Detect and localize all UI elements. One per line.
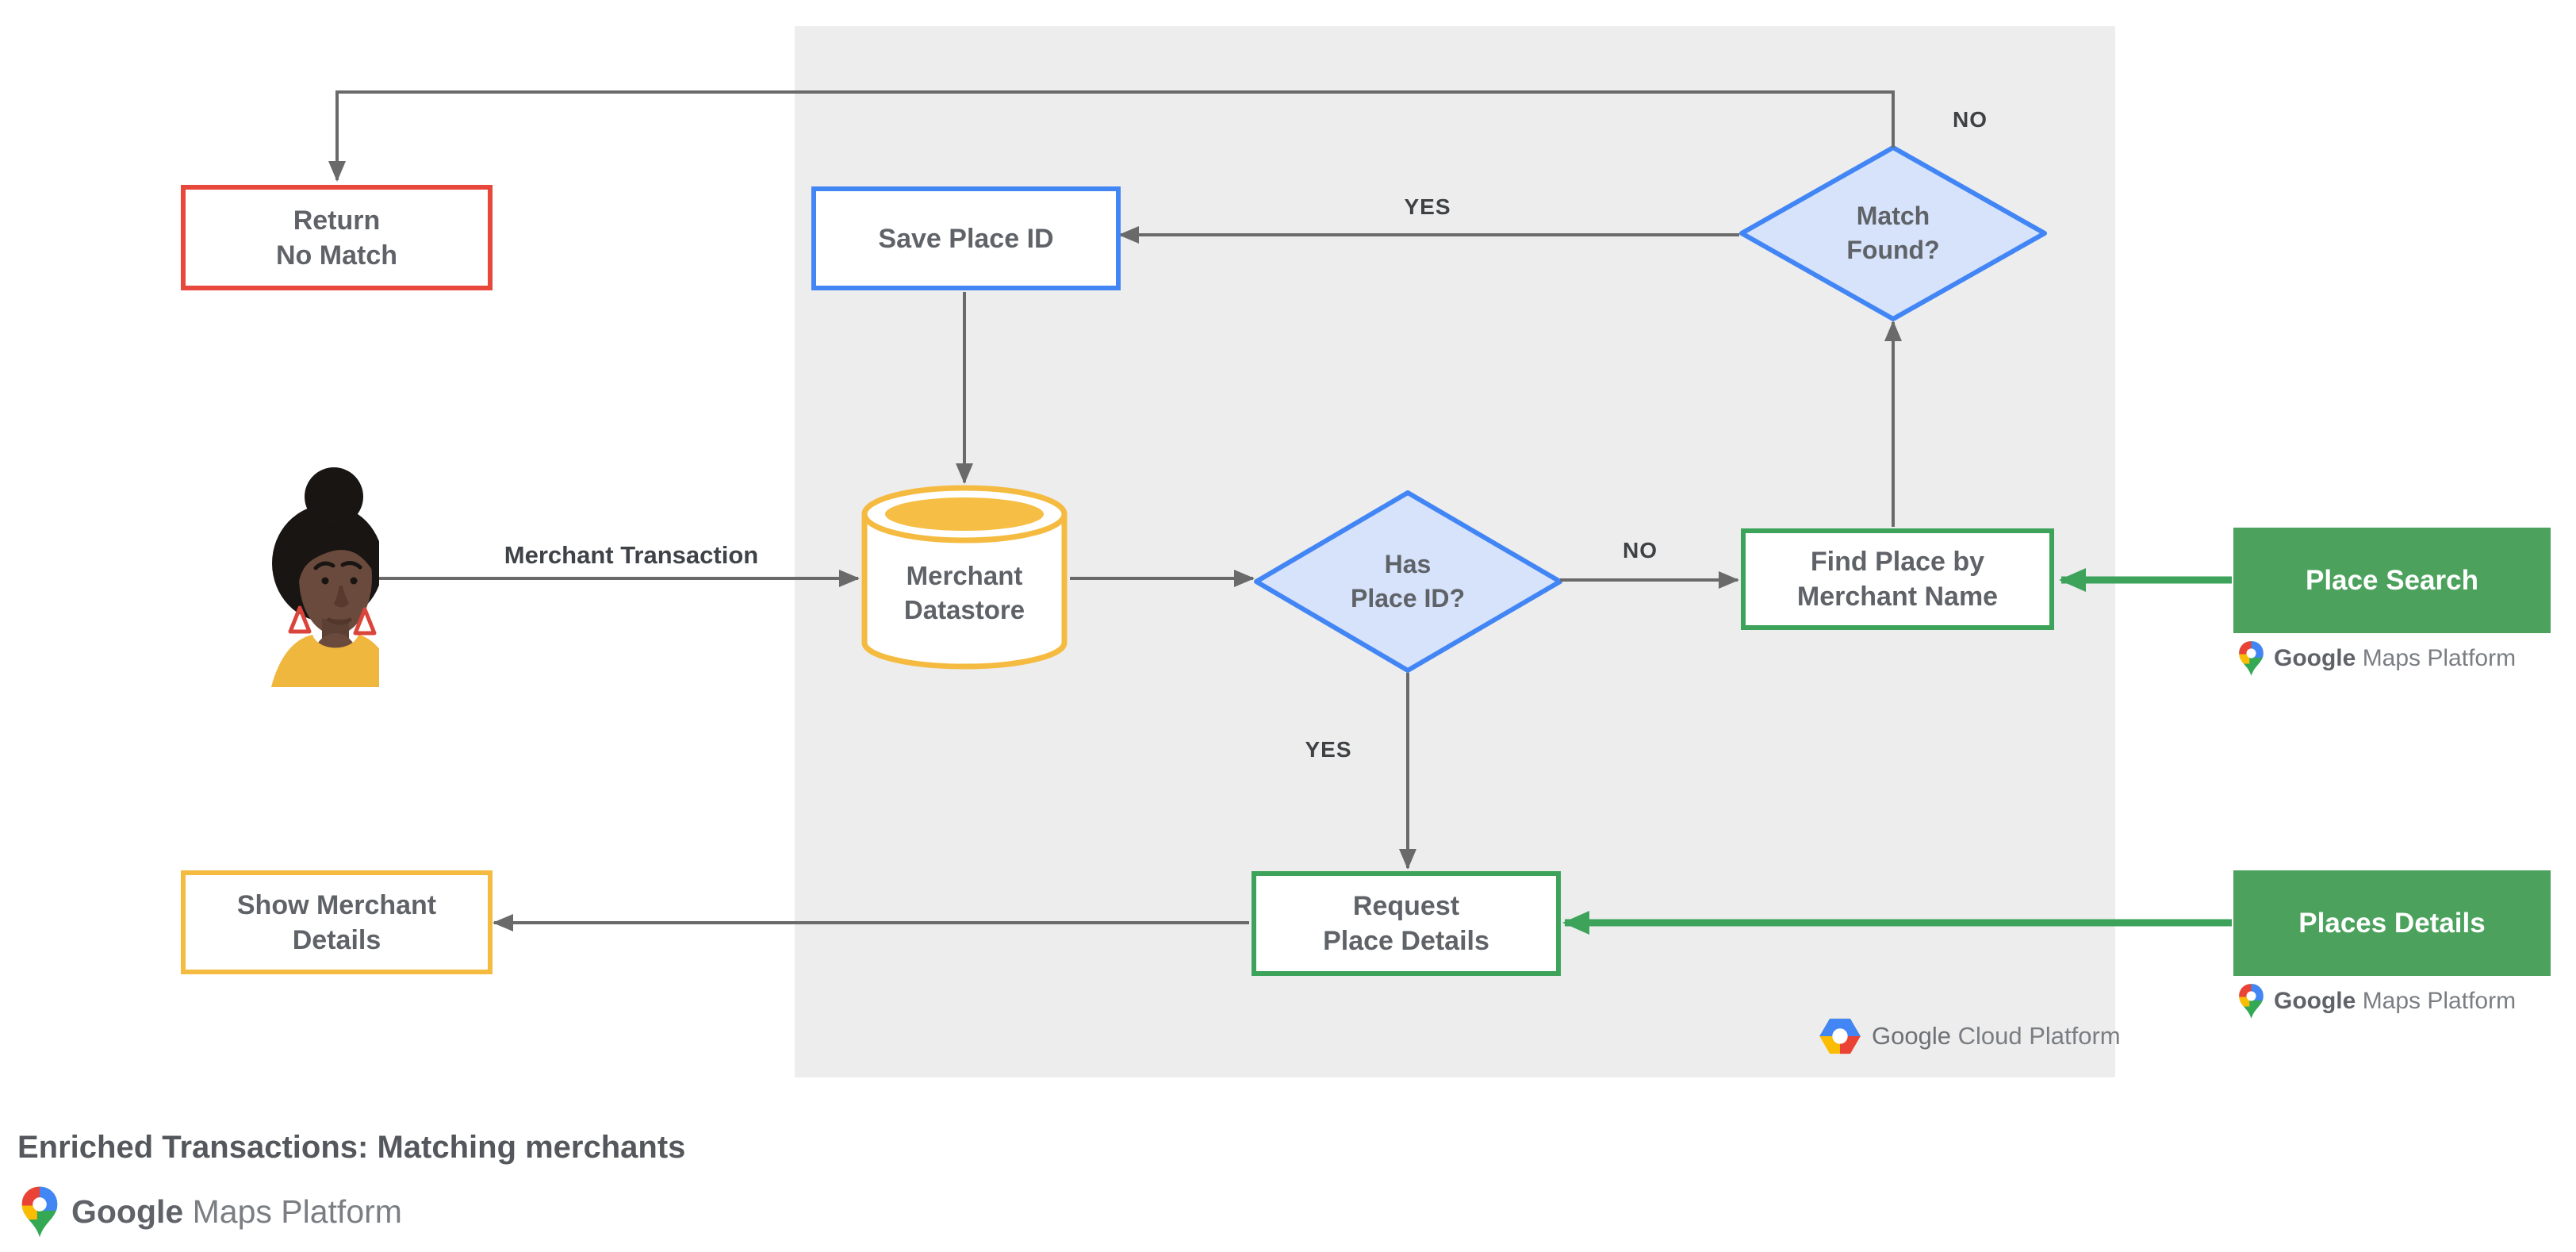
match-found-label: Match Found? [1846,202,1940,264]
node-places-details-api: Places Details [2233,870,2551,976]
node-find-place-line1: Find Place by [1810,547,1985,577]
match-found-diamond [1739,145,2047,321]
google-cloud-platform-wordmark: Google Cloud Platform [1872,1022,2121,1050]
google-maps-platform-logo: Google Maps Platform [2238,982,2516,1020]
edge-label-merchant-transaction: Merchant Transaction [504,541,759,569]
google-maps-platform-logo: Google Maps Platform [2238,639,2516,678]
node-place-search-label: Place Search [2306,564,2478,596]
node-place-search-api: Place Search [2233,528,2551,633]
node-return-no-match: Return No Match [181,185,493,290]
google-cloud-platform-logo: Google Cloud Platform [1818,1016,2121,1057]
node-request-place-details: Request Place Details [1252,871,1561,976]
google-maps-platform-wordmark: Google Maps Platform [2274,988,2517,1014]
edge-label-has-place-id-no: NO [1623,538,1658,563]
node-save-place-id: Save Place ID [811,186,1121,290]
node-request-place-details-line1: Request [1352,891,1460,921]
has-place-id-label: Has Place ID? [1350,550,1466,613]
google-maps-platform-wordmark: Google Maps Platform [2274,645,2517,671]
edge-label-match-found-no: NO [1953,107,1988,132]
node-show-merchant-details: Show Merchant Details [181,870,493,974]
edge-label-has-place-id-yes: YES [1305,737,1352,762]
merchant-datastore-label: Merchant Datastore [903,561,1025,624]
diagram-title: Enriched Transactions: Matching merchant… [17,1130,686,1165]
google-maps-platform-logo: Google Maps Platform [21,1184,402,1239]
node-find-place-line2: Merchant Name [1796,582,1999,612]
node-save-place-id-label: Save Place ID [878,223,1054,254]
maps-pin-icon [2238,640,2264,677]
google-maps-platform-wordmark: Google Maps Platform [71,1192,402,1230]
person-icon [271,467,397,687]
maps-pin-icon [2238,983,2264,1020]
node-find-place-by-merchant-name: Find Place by Merchant Name [1741,528,2054,630]
maps-pin-icon [21,1185,59,1239]
edge-label-match-found-yes: YES [1404,194,1451,219]
cloud-hexagon-icon [1819,1018,1861,1054]
node-show-merchant-details-line2: Details [292,924,381,955]
merchant-datastore-shape [861,485,1068,670]
customer-avatar [260,467,397,687]
edge-matchfound-no [328,90,1895,182]
node-show-merchant-details-line1: Show Merchant [236,889,437,920]
node-places-details-label: Places Details [2298,907,2486,939]
node-return-no-match-line1: Return [293,205,381,236]
node-return-no-match-line2: No Match [276,240,397,271]
node-request-place-details-line2: Place Details [1323,926,1489,956]
